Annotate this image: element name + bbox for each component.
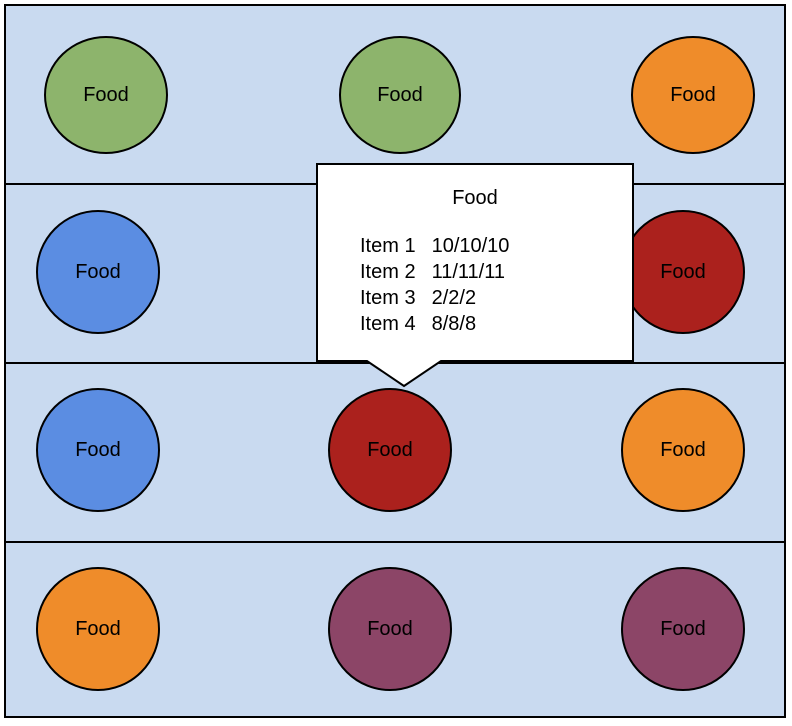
tooltip-item-list: Item 1 10/10/10 Item 2 11/11/11 Item 3 2… <box>360 233 509 337</box>
food-bubble-label: Food <box>660 260 706 283</box>
tooltip-item-name: Item 2 <box>360 261 416 283</box>
food-bubble[interactable]: Food <box>621 567 745 691</box>
tooltip-item: Item 3 2/2/2 <box>360 285 509 311</box>
food-bubble[interactable]: Food <box>631 36 755 154</box>
tooltip-item-value: 2/2/2 <box>431 287 477 309</box>
food-bubble-label: Food <box>75 260 121 283</box>
tooltip-item: Item 1 10/10/10 <box>360 233 509 259</box>
food-bubble-label: Food <box>367 438 413 461</box>
tooltip-item-value: 10/10/10 <box>431 235 510 257</box>
tooltip-item-name: Item 4 <box>360 313 416 335</box>
food-bubble[interactable]: Food <box>621 210 745 334</box>
food-bubble-label: Food <box>660 617 706 640</box>
food-bubble[interactable]: Food <box>621 388 745 512</box>
food-bubble-label: Food <box>83 83 129 106</box>
food-tooltip: Food Item 1 10/10/10 Item 2 11/11/11 Ite… <box>316 163 634 361</box>
tooltip-item: Item 2 11/11/11 <box>360 259 509 285</box>
food-bubble-label: Food <box>377 83 423 106</box>
tooltip-item-value: 11/11/11 <box>431 261 505 283</box>
tooltip-item-name: Item 1 <box>360 235 416 257</box>
food-bubble-label: Food <box>660 438 706 461</box>
food-bubble[interactable]: Food <box>36 388 160 512</box>
tooltip-title: Food <box>452 187 498 209</box>
food-bubble[interactable]: Food <box>36 567 160 691</box>
food-grid: Food Food Food Food Food Food Food Food … <box>4 4 786 718</box>
food-bubble[interactable]: Food <box>328 388 452 512</box>
tooltip-item-value: 8/8/8 <box>431 313 477 335</box>
tooltip-item-name: Item 3 <box>360 287 416 309</box>
food-bubble-label: Food <box>367 617 413 640</box>
food-bubble[interactable]: Food <box>339 36 461 154</box>
food-bubble-label: Food <box>75 438 121 461</box>
tooltip-item: Item 4 8/8/8 <box>360 311 509 337</box>
food-bubble[interactable]: Food <box>328 567 452 691</box>
food-bubble[interactable]: Food <box>44 36 168 154</box>
food-bubble-label: Food <box>75 617 121 640</box>
food-bubble[interactable]: Food <box>36 210 160 334</box>
food-bubble-label: Food <box>670 83 716 106</box>
